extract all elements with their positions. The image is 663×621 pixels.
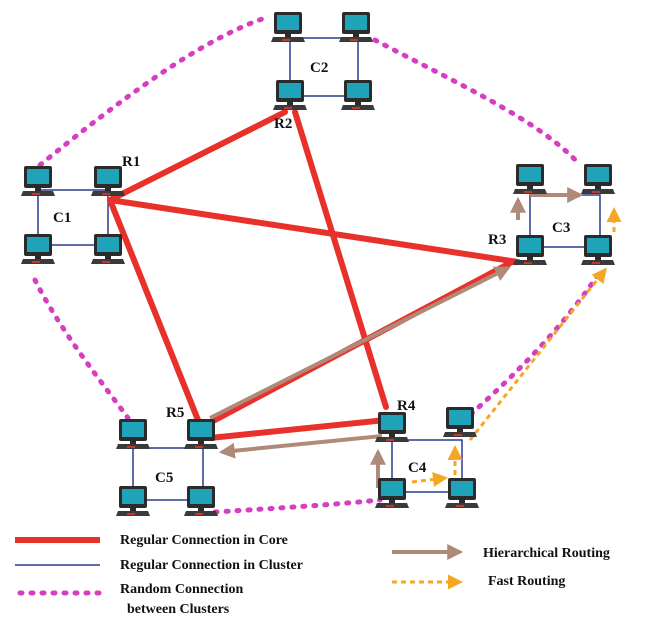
computer-c5-3 bbox=[184, 486, 218, 516]
computer-c1-r1 bbox=[91, 166, 125, 196]
computer-c1-1 bbox=[21, 166, 55, 196]
random-link-c2-c3 bbox=[372, 37, 583, 168]
computer-c2-3 bbox=[341, 80, 375, 110]
cluster-labels: C1 C2 C3 C4 C5 bbox=[53, 60, 570, 486]
router-label-r4: R4 bbox=[397, 398, 416, 414]
computer-c3-2 bbox=[581, 164, 615, 194]
computer-c4-3 bbox=[445, 478, 479, 508]
random-connections bbox=[32, 15, 601, 515]
computer-c4-2 bbox=[375, 478, 409, 508]
legend-cluster-label: Regular Connection in Cluster bbox=[120, 558, 303, 573]
computer-c3-1 bbox=[513, 164, 547, 194]
legend-core-label: Regular Connection in Core bbox=[120, 533, 288, 548]
cluster-label-c1: C1 bbox=[53, 210, 71, 226]
cluster-c4-links bbox=[391, 439, 463, 493]
hierarchical-routing bbox=[209, 187, 584, 488]
cluster-c1-links bbox=[37, 189, 109, 246]
cluster-c2-links bbox=[289, 37, 359, 97]
core-link-r4-r5 bbox=[207, 417, 389, 441]
h-route-r5-r3 bbox=[209, 266, 511, 420]
h-route-r4-r5 bbox=[218, 434, 383, 459]
computer-c3-r3 bbox=[513, 235, 547, 265]
random-link-c5-c4 bbox=[212, 497, 383, 515]
computer-c4-r4 bbox=[375, 412, 409, 442]
router-label-r5: R5 bbox=[166, 405, 184, 421]
router-label-r1: R1 bbox=[122, 154, 140, 170]
cluster-label-c5: C5 bbox=[155, 470, 173, 486]
legend-random-label-2: between Clusters bbox=[127, 602, 230, 617]
computer-c2-r2 bbox=[273, 80, 307, 110]
legend-hierarchical-label: Hierarchical Routing bbox=[483, 546, 610, 561]
f-route-c4-inner bbox=[411, 471, 448, 487]
router-label-r3: R3 bbox=[488, 232, 506, 248]
computer-c4-1 bbox=[443, 407, 477, 437]
cluster-label-c3: C3 bbox=[552, 220, 570, 236]
cluster-label-c2: C2 bbox=[310, 60, 328, 76]
computer-c5-r5 bbox=[184, 419, 218, 449]
cluster-label-c4: C4 bbox=[408, 460, 427, 476]
random-link-c1-c5 bbox=[32, 277, 131, 421]
random-link-c3-c4 bbox=[467, 272, 601, 418]
computer-c2-1 bbox=[271, 12, 305, 42]
router-label-r2: R2 bbox=[274, 116, 292, 132]
computer-c5-1 bbox=[116, 419, 150, 449]
cluster-c5-links bbox=[132, 447, 204, 501]
legend-random-label-1: Random Connection bbox=[120, 582, 244, 597]
legend-fast-label: Fast Routing bbox=[488, 574, 565, 589]
computer-c3-3 bbox=[581, 235, 615, 265]
core-connections bbox=[107, 109, 521, 441]
computer-c1-3 bbox=[91, 234, 125, 264]
random-link-c1-c2 bbox=[37, 15, 268, 168]
computer-c1-2 bbox=[21, 234, 55, 264]
router-labels: R1 R2 R3 R4 R5 bbox=[122, 116, 506, 421]
core-link-r1-r5 bbox=[107, 197, 203, 428]
f-route-c4-c3 bbox=[468, 267, 607, 441]
core-link-r1-r3 bbox=[107, 197, 521, 265]
legend: Regular Connection in Core Regular Conne… bbox=[15, 533, 610, 617]
computer-c5-2 bbox=[116, 486, 150, 516]
core-link-r2-r4 bbox=[292, 109, 389, 410]
fast-routing bbox=[411, 207, 622, 487]
core-link-r1-r2 bbox=[107, 109, 288, 203]
computer-c2-2 bbox=[339, 12, 373, 42]
